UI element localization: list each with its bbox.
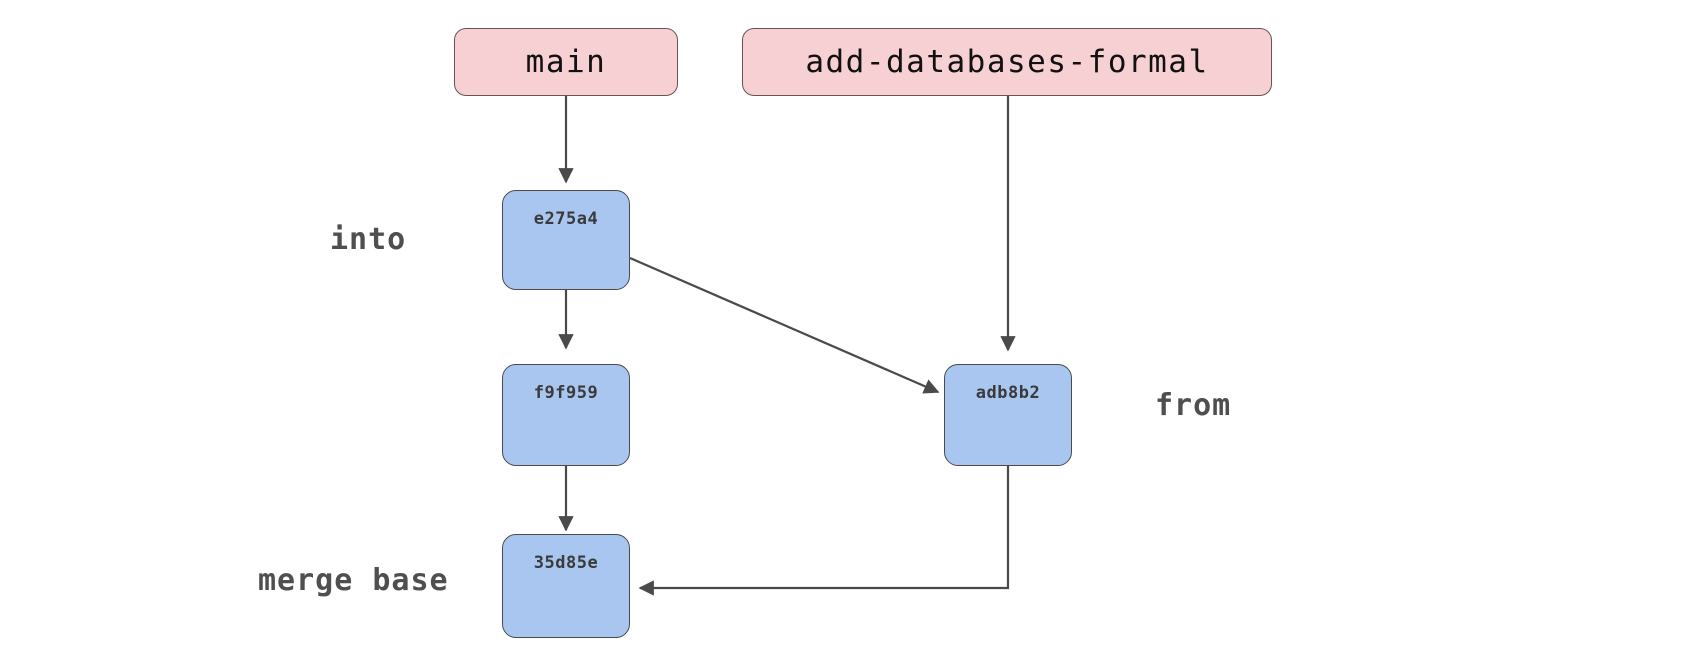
branch-label-feature: add-databases-formal	[805, 44, 1209, 80]
commit-node-f9f959[interactable]: f9f959	[502, 364, 630, 466]
annotation-from: from	[1155, 388, 1232, 423]
commit-node-e275a4[interactable]: e275a4	[502, 190, 630, 290]
branch-label-main: main	[525, 44, 607, 80]
commit-node-35d85e[interactable]: 35d85e	[502, 534, 630, 638]
commit-label-35d85e: 35d85e	[533, 553, 599, 573]
commit-node-adb8b2[interactable]: adb8b2	[944, 364, 1072, 466]
edge-e275a4-to-adb8b2	[629, 256, 940, 394]
annotation-merge-base: merge base	[258, 563, 449, 598]
branch-node-feature[interactable]: add-databases-formal	[742, 28, 1272, 96]
commit-label-e275a4: e275a4	[533, 209, 599, 229]
commit-label-f9f959: f9f959	[533, 383, 599, 403]
branch-node-main[interactable]: main	[454, 28, 678, 96]
commit-label-adb8b2: adb8b2	[975, 383, 1041, 403]
annotation-into: into	[330, 222, 407, 257]
edge-adb8b2-to-35d85e	[638, 466, 1010, 596]
